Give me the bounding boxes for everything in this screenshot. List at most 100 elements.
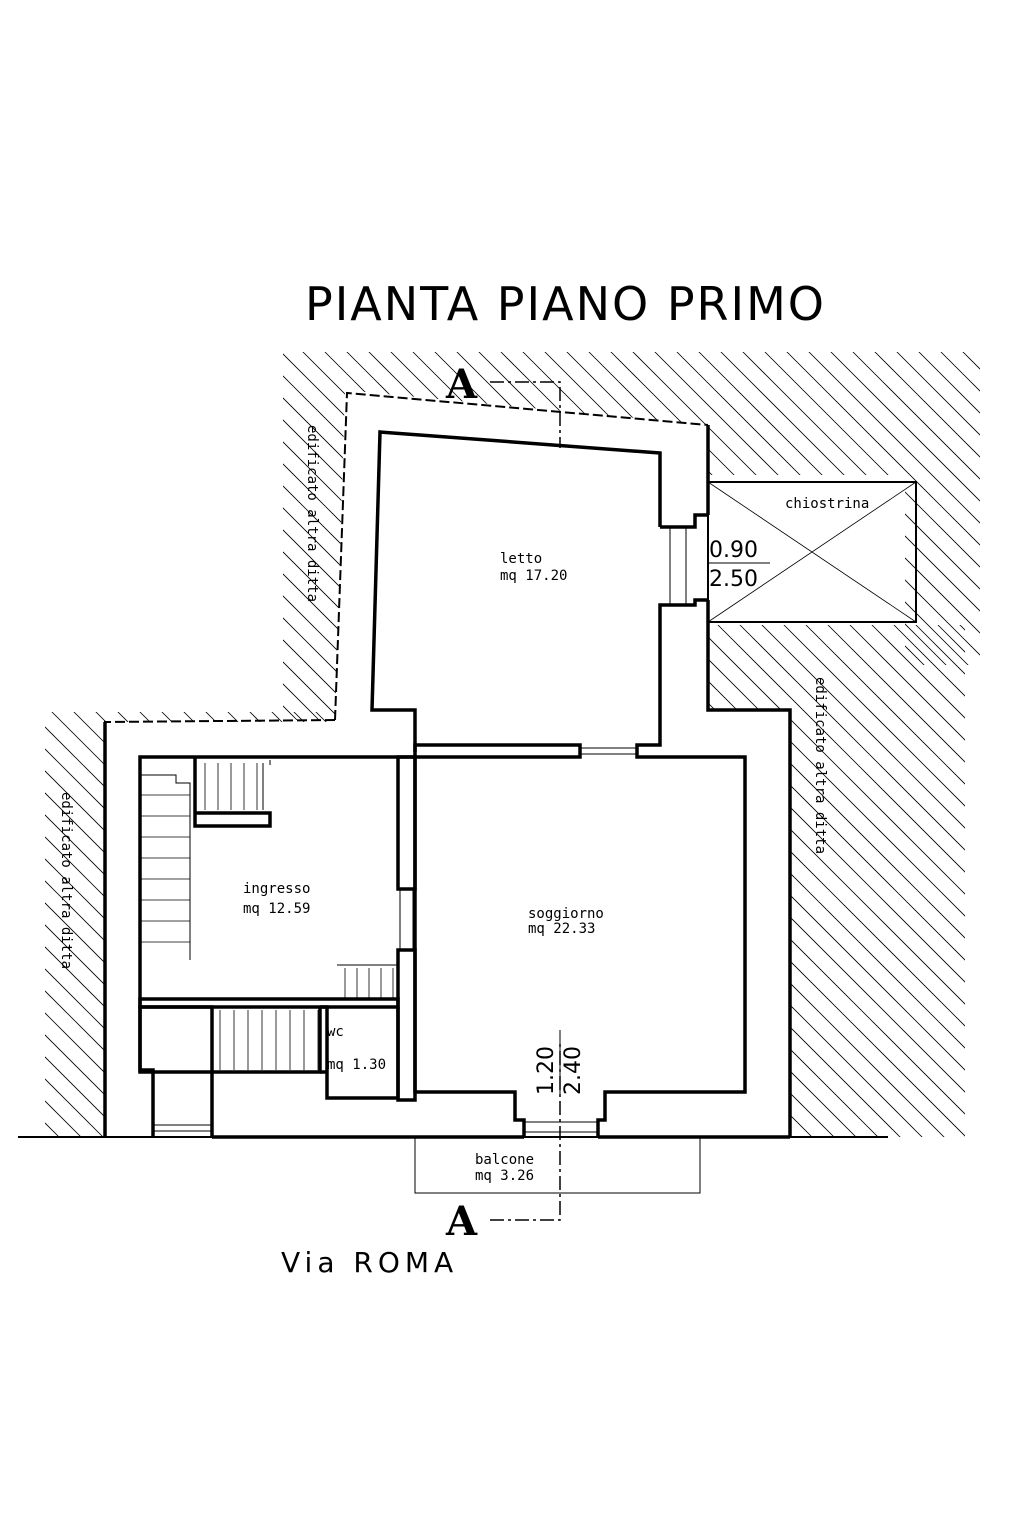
property-boundary — [334, 391, 709, 721]
hatch-line — [269, 712, 335, 1137]
hatch-line — [344, 352, 721, 720]
hatch-line — [708, 625, 965, 1137]
letto-window-jamb-top — [660, 513, 708, 529]
ingresso-partition-lower — [396, 948, 417, 1102]
hatch-line — [476, 352, 853, 720]
hatch-line — [45, 712, 217, 1137]
room-area-wc: mq 1.30 — [327, 1057, 386, 1073]
room-name-letto: letto — [500, 551, 542, 567]
hatch-line — [586, 352, 963, 720]
hatch-line — [45, 712, 107, 1137]
hatch-line — [283, 352, 611, 720]
hatch-line — [283, 352, 589, 720]
hatch-line — [800, 625, 965, 1137]
hatch-line — [283, 352, 391, 720]
stair-left-edge — [140, 774, 191, 960]
neighbor-label-right: edificato altra ditta — [812, 677, 828, 854]
hatch-line — [115, 712, 335, 1137]
window-width-letto: 0.90 — [709, 538, 758, 563]
hatch-line — [454, 352, 831, 720]
hatch-line — [708, 625, 926, 1137]
soggiorno-wall-left — [413, 757, 526, 1137]
neighbor-label-left: edificato altra ditta — [58, 792, 74, 969]
outer-wall-right-lower — [706, 600, 792, 1137]
hatch-line — [534, 710, 964, 1140]
hatch-line — [866, 625, 965, 1137]
room-name-chiostrina: chiostrina — [785, 496, 869, 512]
hatch-line — [644, 710, 1024, 1140]
hatch-line — [828, 352, 980, 720]
stairs-upper — [204, 763, 258, 810]
hatch-line — [977, 620, 1024, 1140]
room-area-balcone: mq 3.26 — [475, 1168, 534, 1184]
chiostrina-outline — [707, 481, 917, 623]
room-area-soggiorno: mq 22.33 — [528, 921, 595, 937]
hatch-line — [932, 625, 965, 1137]
room-name-wc: wc — [327, 1024, 344, 1040]
hatch-line — [708, 625, 904, 1137]
hatch-line — [185, 620, 705, 1140]
hatch-line — [283, 352, 457, 720]
hatch-line — [45, 712, 335, 1137]
hatch-line — [283, 352, 479, 720]
room-name-soggiorno: soggiorno — [528, 906, 604, 922]
hatch-line — [850, 352, 980, 720]
room-area-ingresso: mq 12.59 — [243, 901, 310, 917]
hatch-line — [778, 625, 965, 1137]
section-marker-bottom: A — [445, 1198, 478, 1245]
hatch-line — [45, 712, 239, 1137]
ingresso-bottom-wall — [138, 997, 400, 1009]
hatch-line — [137, 712, 335, 1137]
stairs-left — [140, 794, 190, 943]
hatch-line — [894, 352, 980, 720]
hatch-line — [283, 352, 369, 720]
hatch-line — [708, 625, 965, 1137]
hatch-line — [0, 710, 40, 1140]
hatch-line — [159, 712, 335, 1137]
hatch-line — [708, 625, 965, 1137]
hatch-line — [762, 352, 980, 720]
balcone-outline — [414, 1137, 701, 1194]
section-line-bottom — [490, 1040, 561, 1221]
hatch-line — [916, 352, 980, 720]
plan-title: PIANTA PIANO PRIMO — [305, 277, 826, 331]
hatch-line — [999, 620, 1024, 1140]
hatch-line — [712, 625, 965, 1137]
hatch-line — [708, 625, 728, 1137]
hatch-line — [734, 625, 965, 1137]
letto-soggiorno-wall — [413, 743, 582, 759]
street-name: Via ROMA — [281, 1246, 458, 1279]
hatch-line — [960, 352, 980, 720]
hatch-line — [708, 625, 965, 1137]
hatch-line — [822, 625, 965, 1137]
hatch-line — [784, 352, 980, 720]
stair-lower-block — [138, 1005, 214, 1074]
window-height-soggiorno: 2.40 — [561, 1046, 586, 1095]
hatch-line — [983, 350, 1024, 725]
letto-wall — [370, 430, 662, 752]
ingresso-wall — [138, 755, 415, 1137]
hatch-line — [283, 352, 347, 720]
hatch-line — [630, 352, 980, 720]
hatch-line — [247, 712, 335, 1137]
hatch-line — [446, 710, 876, 1140]
hatch-line — [806, 352, 980, 720]
hatch-line — [1005, 350, 1024, 725]
letto-window-jamb-bottom — [635, 598, 708, 759]
hatch-line — [578, 710, 1008, 1140]
hatch-line — [756, 625, 965, 1137]
hatch-line — [71, 712, 335, 1137]
hatch-line — [322, 352, 699, 720]
hatch-line — [283, 352, 413, 720]
hatch-line — [291, 712, 335, 1137]
hatch-line — [45, 712, 63, 1137]
chiostrina-cross-2 — [707, 481, 917, 623]
room-name-ingresso: ingresso — [243, 881, 310, 897]
window-height-letto: 2.50 — [709, 567, 758, 592]
hatch-line — [872, 352, 980, 720]
stairs-mid — [344, 968, 394, 998]
section-marker-top: A — [445, 361, 478, 408]
hatch-line — [600, 710, 1024, 1140]
hatch-line — [844, 625, 965, 1137]
